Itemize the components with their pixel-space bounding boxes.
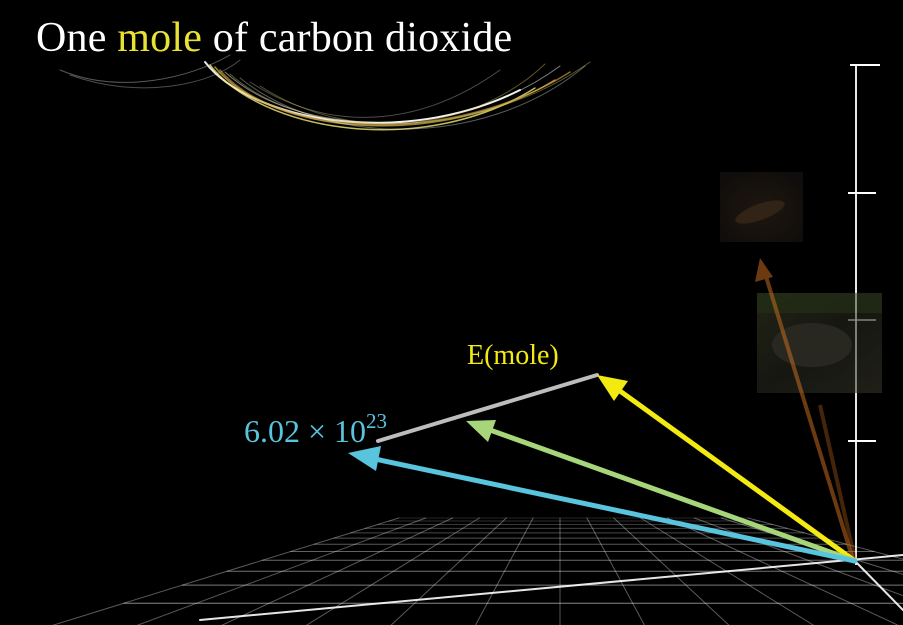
- title-prefix: One: [36, 15, 118, 61]
- grid-line: [305, 517, 480, 625]
- emole-label: E(mole): [467, 340, 559, 371]
- count-label: 6.02 × 1023: [244, 409, 387, 449]
- faded-vector-top: [755, 258, 855, 561]
- grid-line: [136, 517, 427, 625]
- photo-thumbnail-bottom: [757, 293, 882, 393]
- grid-line: [854, 560, 903, 611]
- grid-line: [613, 517, 730, 625]
- photo-thumbnail-top: [720, 172, 803, 242]
- grid-line: [221, 517, 453, 625]
- grid-line: [51, 517, 400, 625]
- count-label-base: 6.02 × 10: [244, 413, 366, 449]
- grid-line: [667, 517, 899, 625]
- count-vector: [348, 446, 858, 564]
- faded-vector-bottom: [818, 404, 857, 561]
- grid-line: [640, 517, 815, 625]
- emole-vector: [597, 375, 858, 564]
- page-title: One mole of carbon dioxide: [36, 14, 512, 62]
- count-label-exponent: 23: [366, 409, 387, 433]
- title-swoosh: [59, 54, 591, 131]
- grid-line: [586, 517, 645, 625]
- connector-line: [376, 373, 599, 443]
- title-suffix: of carbon dioxide: [202, 15, 513, 61]
- grid-line: [199, 554, 903, 621]
- grid-line: [475, 517, 534, 625]
- mid-vector: [466, 420, 858, 564]
- grid-line: [390, 517, 507, 625]
- ground-grid: [51, 517, 903, 625]
- title-highlight: mole: [117, 15, 203, 61]
